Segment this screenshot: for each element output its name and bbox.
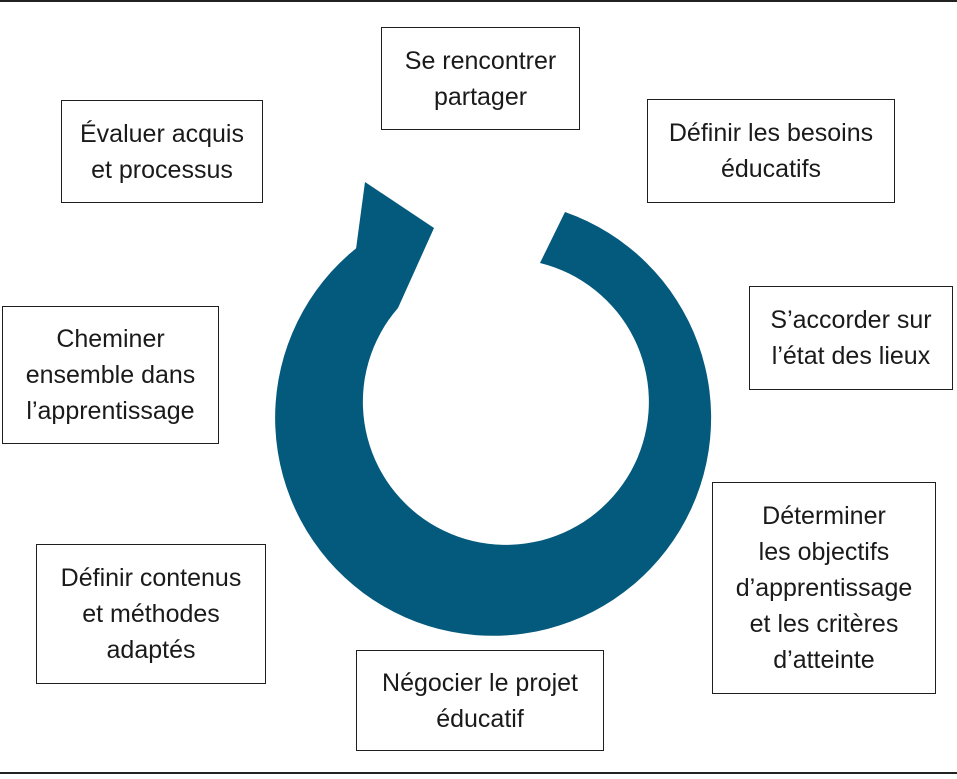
step-cheminer-ensemble-box: Cheminer ensemble dans l’apprentissage [2, 306, 219, 444]
bottom-rule [0, 772, 957, 774]
step-accorder-etat-box: S’accorder sur l’état des lieux [749, 286, 953, 390]
step-negocier-projet-box: Négocier le projet éducatif [356, 650, 604, 751]
cycle-arrow-body [275, 212, 712, 636]
step-determiner-objectifs-box: Déterminer les objectifs d’apprentissage… [712, 482, 936, 694]
step-determiner-objectifs-label: Déterminer les objectifs d’apprentissage… [735, 502, 913, 674]
step-cheminer-ensemble-label: Cheminer ensemble dans l’apprentissage [25, 325, 196, 425]
step-definir-besoins-box: Définir les besoins éducatifs [647, 99, 895, 203]
step-negocier-projet-label: Négocier le projet éducatif [382, 668, 578, 733]
step-definir-contenus-label: Définir contenus et méthodes adaptés [60, 564, 242, 664]
step-evaluer-acquis-label: Évaluer acquis et processus [80, 119, 244, 184]
step-evaluer-acquis-box: Évaluer acquis et processus [61, 100, 263, 203]
top-rule [0, 0, 957, 2]
step-se-rencontrer-label: Se rencontrer partager [404, 46, 557, 111]
step-definir-besoins-label: Définir les besoins éducatifs [668, 119, 874, 183]
step-se-rencontrer-box: Se rencontrer partager [381, 27, 580, 130]
cycle-arrow-head [356, 182, 434, 308]
step-definir-contenus-box: Définir contenus et méthodes adaptés [36, 544, 266, 684]
step-accorder-etat-label: S’accorder sur l’état des lieux [770, 306, 932, 370]
